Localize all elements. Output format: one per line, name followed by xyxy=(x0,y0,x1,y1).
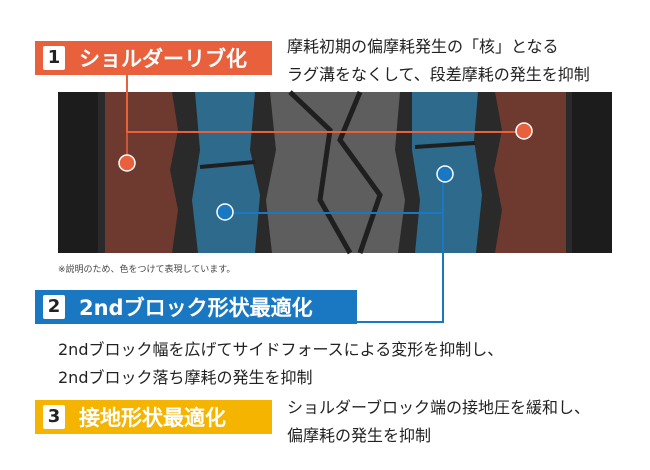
desc-line: ラグ溝をなくして、段差摩耗の発生を抑制 xyxy=(287,65,590,84)
marker-block-left xyxy=(216,203,234,221)
desc-line: 2ndブロック落ち摩耗の発生を抑制 xyxy=(58,368,313,387)
shoulder-rib-right xyxy=(494,92,566,253)
desc-line: 偏摩耗の発生を抑制 xyxy=(287,426,432,445)
marker-shoulder-right xyxy=(515,122,533,140)
feature-2-title: 2ndブロック形状最適化 xyxy=(79,296,313,320)
feature-3-title: 接地形状最適化 xyxy=(79,406,226,430)
feature-2-number: 2 xyxy=(43,295,65,319)
feature-2-badge: 2 2ndブロック形状最適化 xyxy=(35,290,357,324)
feature-3-number: 3 xyxy=(43,405,65,429)
feature-1-badge: 1 ショルダーリブ化 xyxy=(35,41,272,75)
shoulder-rib-left xyxy=(105,92,178,253)
second-block-left xyxy=(192,92,260,253)
color-note: ※説明のため、色をつけて表現しています。 xyxy=(58,265,236,275)
marker-shoulder-left xyxy=(118,154,136,172)
desc-line: 2ndブロック幅を広げてサイドフォースによる変形を抑制し、 xyxy=(58,340,504,359)
marker-block-right xyxy=(436,165,454,183)
desc-line: 摩耗初期の偏摩耗発生の「核」となる xyxy=(287,37,559,56)
desc-line: ショルダーブロック端の接地圧を緩和し、 xyxy=(287,398,591,417)
feature-1-desc: 摩耗初期の偏摩耗発生の「核」となる ラグ溝をなくして、段差摩耗の発生を抑制 xyxy=(287,33,590,89)
feature-3-desc: ショルダーブロック端の接地圧を緩和し、 偏摩耗の発生を抑制 xyxy=(287,394,590,450)
feature-1-title: ショルダーリブ化 xyxy=(79,47,247,71)
feature-1-number: 1 xyxy=(43,46,65,70)
feature-3-badge: 3 接地形状最適化 xyxy=(35,400,272,434)
feature-2-desc: 2ndブロック幅を広げてサイドフォースによる変形を抑制し、 2ndブロック落ち摩… xyxy=(58,336,503,392)
